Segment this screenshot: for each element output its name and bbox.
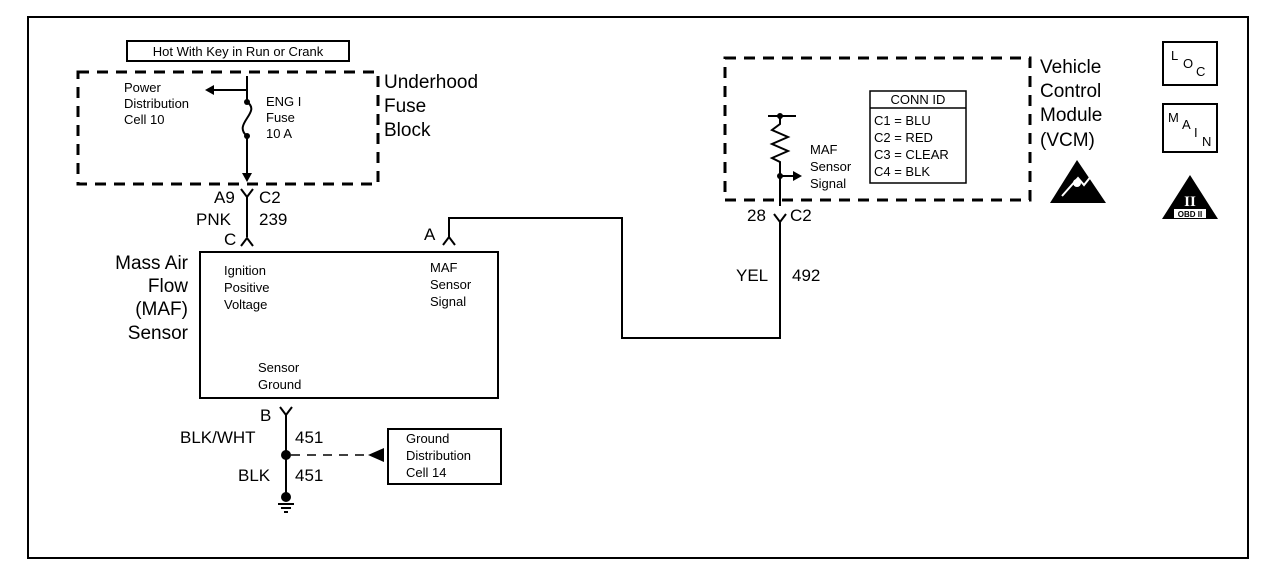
wire-yel-color: YEL [736, 266, 768, 285]
svg-text:I: I [1194, 125, 1198, 140]
maf-sensor-box [199, 251, 499, 399]
fuse-label-2: Fuse [266, 110, 295, 125]
maf-ign-3: Voltage [224, 297, 267, 312]
conn-a9-label: A9 [214, 188, 235, 207]
vcm-sensor-3: Signal [810, 176, 846, 191]
maf-sig-2: Sensor [430, 277, 472, 292]
conn-id-c4: C4 = BLK [874, 164, 930, 179]
conn-id-c1: C1 = BLU [874, 113, 931, 128]
vcm-title-3: Module [1040, 105, 1102, 126]
svg-text:L: L [1171, 48, 1178, 63]
wire-blkwht-color: BLK/WHT [180, 428, 256, 447]
wire-yel-circuit: 492 [792, 266, 820, 285]
svg-text:OBD II: OBD II [1178, 210, 1202, 219]
svg-text:M: M [1168, 110, 1179, 125]
svg-text:N: N [1202, 134, 1211, 149]
vcm-title-1: Vehicle [1040, 57, 1101, 78]
pdc-label-2: Distribution [124, 96, 189, 111]
underhood-title-3: Block [384, 120, 431, 141]
connector-symbol-a [442, 235, 456, 246]
vcm-sensor-2: Sensor [810, 159, 852, 174]
wire-blk-color: BLK [238, 466, 271, 485]
conn-id-box [869, 90, 967, 184]
wire-pnk-circuit: 239 [259, 210, 287, 229]
wire-pnk-color: PNK [196, 210, 232, 229]
hot-label: Hot With Key in Run or Crank [153, 44, 324, 59]
maf-name-4: Sensor [128, 323, 189, 344]
diagram-frame [27, 16, 1249, 559]
connector-symbol-b [279, 406, 293, 417]
gdc-label-2: Distribution [406, 448, 471, 463]
obd-ii-icon: II OBD II [1162, 175, 1218, 219]
esd-warning-icon [1050, 160, 1106, 203]
fuse-label-3: 10 A [266, 126, 292, 141]
underhood-title-1: Underhood [384, 72, 478, 93]
maf-name-1: Mass Air [115, 253, 189, 274]
maf-pin-c: C [224, 230, 236, 249]
vcm-outline [723, 56, 1032, 202]
maf-ign-1: Ignition [224, 263, 266, 278]
conn-id-c2: C2 = RED [874, 130, 933, 145]
svg-text:A: A [1182, 117, 1191, 132]
gdc-label-3: Cell 14 [406, 465, 446, 480]
maf-gnd-2: Ground [258, 377, 301, 392]
maf-pin-b: B [260, 406, 271, 425]
pdc-label-3: Cell 10 [124, 112, 164, 127]
svg-text:C: C [1196, 64, 1205, 79]
hot-label-box [126, 40, 350, 62]
maf-sig-3: Signal [430, 294, 466, 309]
underhood-title-2: Fuse [384, 96, 426, 117]
wire-blk-circuit: 451 [295, 466, 323, 485]
connector-symbol-28 [773, 213, 787, 224]
wire-blkwht-circuit: 451 [295, 428, 323, 447]
vcm-title-4: (VCM) [1040, 130, 1095, 151]
vcm-resistor-symbol [768, 113, 802, 206]
maf-ign-2: Positive [224, 280, 270, 295]
loc-icon: L O C [1162, 41, 1218, 86]
conn-id-c3: C3 = CLEAR [874, 147, 949, 162]
ground-splice [281, 450, 291, 460]
maf-sig-1: MAF [430, 260, 458, 275]
main-icon: M A I N [1162, 103, 1218, 153]
conn-id-title: CONN ID [891, 92, 946, 107]
underhood-fuse-block-outline [76, 70, 380, 186]
maf-name-2: Flow [148, 276, 188, 297]
svg-text:O: O [1183, 56, 1193, 71]
maf-name-3: (MAF) [135, 299, 188, 320]
vcm-conn-c2: C2 [790, 206, 812, 225]
conn-c2-label: C2 [259, 188, 281, 207]
wire-yel-492 [448, 217, 781, 339]
maf-gnd-1: Sensor [258, 360, 300, 375]
vcm-title-2: Control [1040, 81, 1101, 102]
gdc-label-1: Ground [406, 431, 449, 446]
svg-text:II: II [1184, 194, 1196, 210]
pdc-label-1: Power [124, 80, 162, 95]
connector-symbol-top [240, 188, 254, 199]
ground-reference-arrow [368, 448, 384, 462]
connector-symbol-c [240, 236, 254, 247]
ground-symbol [278, 492, 294, 513]
gdc-box [387, 428, 502, 485]
maf-pin-a: A [424, 225, 436, 244]
fuse-label-1: ENG I [266, 94, 301, 109]
vcm-sensor-1: MAF [810, 142, 838, 157]
fuse-symbol [205, 76, 253, 182]
vcm-pin-28: 28 [747, 206, 766, 225]
